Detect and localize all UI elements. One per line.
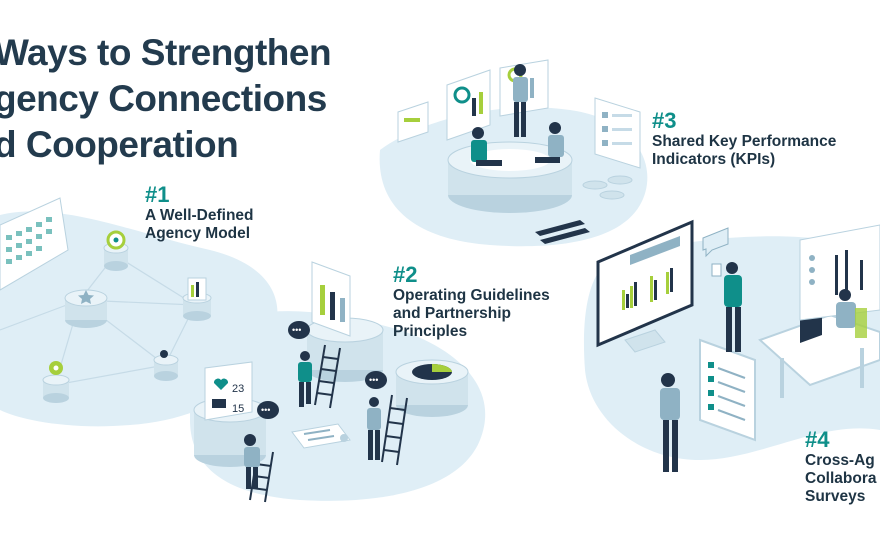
step-3: #3 Shared Key Performance Indicators (KP…: [652, 109, 836, 169]
checklist-board: [699, 338, 756, 442]
grid-panel: [0, 197, 69, 291]
kpi-panel-right: [799, 224, 880, 321]
speech-bubbles: ••• ••• •••: [257, 321, 387, 419]
step-4-text: Cross-Ag Collabora Surveys: [805, 452, 877, 505]
panel-right-kpi: [594, 97, 641, 169]
platform-social: [193, 361, 267, 467]
card-counts-text: 23 15: [232, 383, 244, 415]
platform-pie: [395, 359, 469, 417]
step-2-text: Operating Guidelines and Partnership Pri…: [393, 287, 550, 340]
title-line-1: Ways to Strengthen: [0, 32, 332, 73]
ladder-right: [381, 394, 408, 466]
monitor: [596, 219, 694, 353]
step-3-number: #3: [652, 108, 677, 133]
small-drums: [582, 175, 633, 200]
svg-text:•••: •••: [261, 405, 270, 415]
step-2-number: #2: [393, 262, 418, 287]
svg-text:•••: •••: [292, 325, 301, 335]
node-small: [153, 350, 179, 381]
page-title: Ways to Strengthen gency Connections d C…: [0, 30, 332, 168]
comments-count: 15: [232, 403, 244, 415]
person-bottom: [244, 434, 260, 489]
step-4-number: #4: [805, 427, 830, 452]
platform-chart: [306, 261, 384, 382]
svg-text:•••: •••: [369, 375, 378, 385]
step-1-number: #1: [145, 182, 170, 207]
ladder-left: [314, 344, 341, 409]
floating-document: [291, 423, 351, 449]
step-3-text: Shared Key Performance Indicators (KPIs): [652, 133, 837, 168]
node-star: [64, 289, 108, 328]
step4-people: [660, 262, 867, 472]
node-bars: [182, 277, 212, 321]
likes-count: 23: [232, 383, 244, 395]
step-1: #1 A Well-Defined Agency Model: [145, 183, 254, 243]
step-4: #4 Cross-Ag Collabora Surveys: [805, 428, 876, 506]
title-line-2: gency Connections: [0, 78, 327, 119]
step-1-text: A Well-Defined Agency Model: [145, 207, 254, 242]
title-line-3: d Cooperation: [0, 124, 239, 165]
stripes-decor: [535, 220, 590, 244]
node-pin: [42, 361, 70, 403]
chat-bubble: [702, 227, 729, 258]
step-2: #2 Operating Guidelines and Partnership …: [393, 263, 550, 341]
node-target: [103, 230, 129, 271]
person-ladder-2: [367, 397, 381, 460]
person-ladder-1: [298, 351, 312, 407]
panel-left-kpi: [397, 101, 429, 143]
hub-people: [471, 64, 564, 166]
